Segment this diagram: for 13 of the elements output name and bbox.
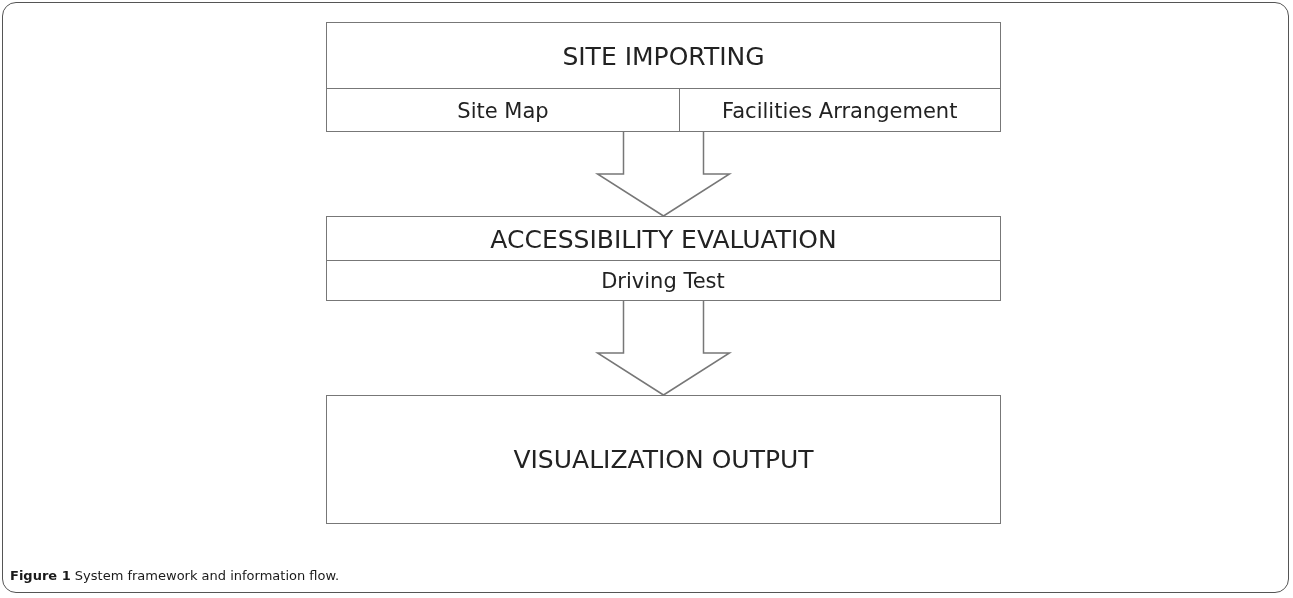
stage-box bbox=[326, 22, 1001, 132]
sub-label: Driving Test bbox=[600, 268, 726, 295]
stage-title: SITE IMPORTING bbox=[561, 40, 766, 73]
sub-label: Site Map bbox=[456, 97, 550, 125]
sub-box bbox=[679, 88, 1001, 132]
figure-caption: Figure 1 System framework and information flow. bbox=[10, 568, 340, 583]
block-arrow bbox=[594, 300, 733, 396]
sub-label: Facilities Arrangement bbox=[721, 97, 959, 125]
block-arrow bbox=[594, 131, 733, 217]
stage-box bbox=[326, 395, 1001, 524]
stage-box bbox=[326, 216, 1001, 301]
stage-title: VISUALIZATION OUTPUT bbox=[512, 443, 815, 476]
stage-title: ACCESSIBILITY EVALUATION bbox=[489, 223, 838, 256]
